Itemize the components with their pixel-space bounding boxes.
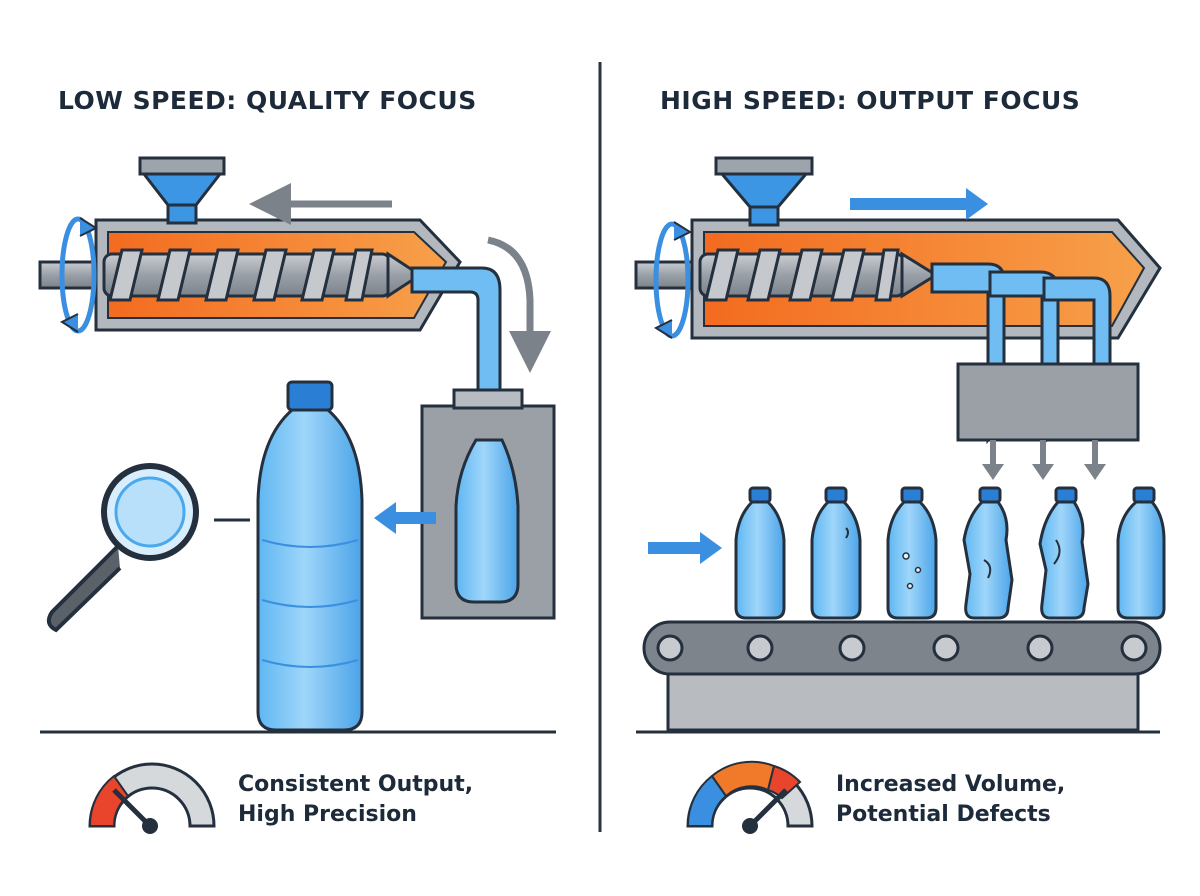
- left-screw-tip: [386, 251, 423, 299]
- bottle-2: [810, 486, 862, 620]
- rotation-arrow-icon: [59, 216, 99, 334]
- right-hopper-icon: [714, 156, 814, 227]
- left-mold-top: [452, 388, 524, 410]
- hopper-icon: [138, 156, 226, 225]
- bottle-3: [886, 486, 938, 620]
- speed-gauge-icon: [88, 762, 216, 834]
- right-panel: [634, 156, 1166, 834]
- right-speed-gauge-icon: [686, 760, 814, 834]
- bottle-5-defect: [1038, 486, 1090, 620]
- bottle-6: [1116, 486, 1166, 620]
- left-preform: [454, 438, 520, 604]
- left-panel: [38, 156, 556, 834]
- magnifier-icon: [46, 463, 250, 633]
- large-bottle: [256, 380, 364, 732]
- flow-arrow-icon: [374, 502, 436, 534]
- bottle-1: [734, 486, 786, 620]
- conveyor-bottles: [734, 486, 1166, 620]
- bottle-4-defect: [962, 486, 1014, 620]
- right-flow-arrow-top: [850, 188, 988, 220]
- left-screw-flights: [108, 248, 374, 302]
- right-screw-tip: [900, 251, 939, 299]
- left-flow-arrow-curve: [487, 236, 551, 373]
- right-rotation-arrow-icon: [653, 221, 693, 339]
- right-mold-block: [956, 362, 1140, 442]
- conveyor-belt: [642, 620, 1162, 732]
- left-caption-line2: High Precision: [238, 802, 417, 827]
- right-screw-flights: [704, 248, 900, 302]
- left-panel-title: LOW SPEED: QUALITY FOCUS: [58, 86, 477, 115]
- right-caption-line1: Increased Volume,: [836, 772, 1066, 797]
- left-caption: Consistent Output, High Precision: [238, 770, 473, 830]
- right-caption-line2: Potential Defects: [836, 802, 1051, 827]
- left-caption-line1: Consistent Output,: [238, 772, 474, 797]
- right-panel-title: HIGH SPEED: OUTPUT FOCUS: [660, 86, 1081, 115]
- right-feed-arrow: [648, 532, 722, 564]
- right-caption: Increased Volume, Potential Defects: [836, 770, 1065, 830]
- right-drop-arrows: [982, 440, 1106, 480]
